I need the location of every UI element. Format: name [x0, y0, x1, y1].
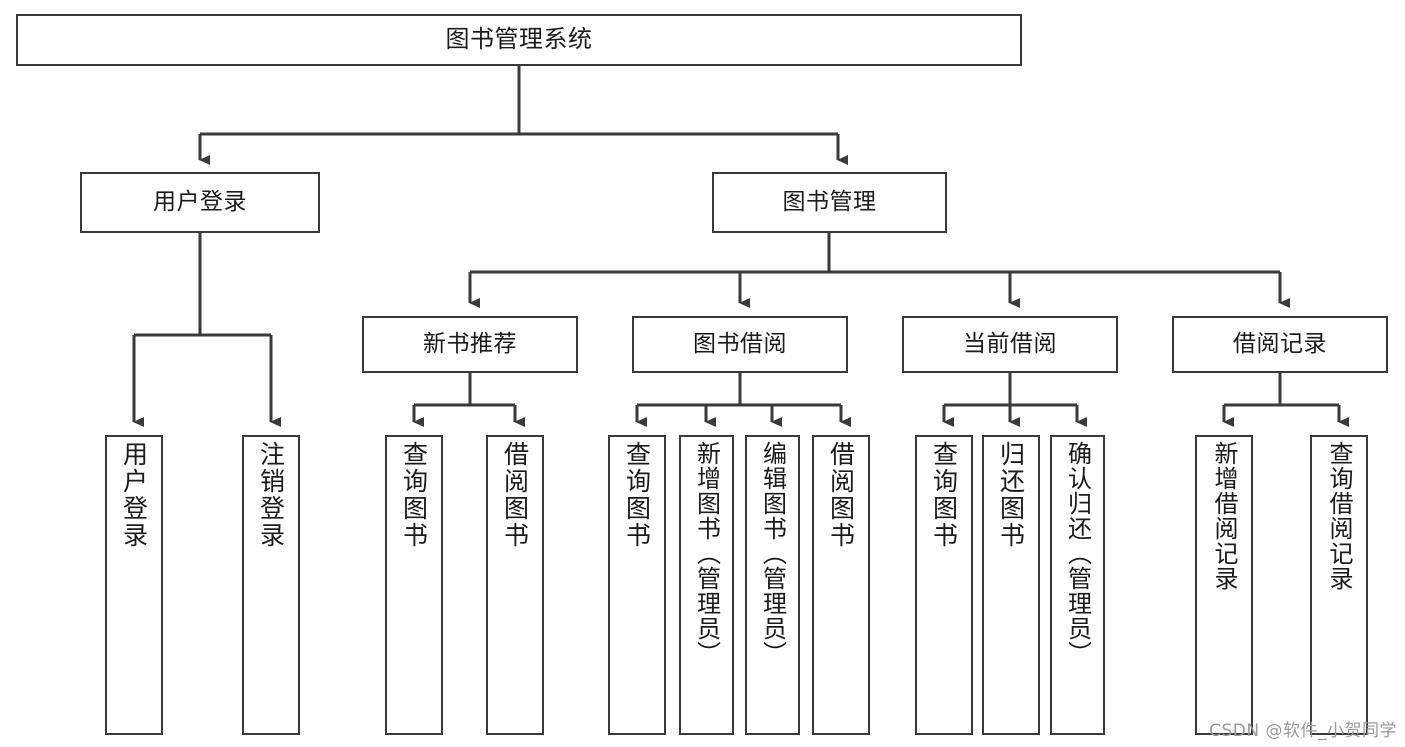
node-label: 注销登录 — [256, 441, 286, 549]
node-label: 新书推荐 — [423, 331, 517, 358]
node-borrow-record[interactable]: 借阅记录 — [1172, 316, 1388, 373]
node-label: 归还图书 — [996, 441, 1026, 549]
leaf-return-book[interactable]: 归还图书 — [982, 435, 1040, 735]
leaf-add-record[interactable]: 新增借阅记录 — [1195, 435, 1253, 735]
node-label: 编辑图书（管理员） — [758, 441, 787, 666]
leaf-query-record[interactable]: 查询借阅记录 — [1310, 435, 1368, 735]
node-label: 查询图书 — [399, 441, 429, 549]
leaf-confirm-return[interactable]: 确认归还（管理员） — [1050, 435, 1105, 735]
node-label: 用户登录 — [153, 189, 247, 216]
leaf-add-book[interactable]: 新增图书（管理员） — [679, 435, 734, 735]
csdn-watermark: CSDN @软件_小贺同学 — [1209, 721, 1397, 741]
node-label: 借阅图书 — [826, 441, 856, 549]
leaf-query-book-1[interactable]: 查询图书 — [385, 435, 443, 735]
node-label: 新增借阅记录 — [1210, 441, 1238, 591]
node-label: 借阅图书 — [500, 441, 530, 549]
node-label: 新增图书（管理员） — [692, 441, 721, 666]
node-book-management[interactable]: 图书管理 — [712, 172, 947, 233]
node-label: 用户登录 — [119, 441, 149, 549]
node-book-borrow[interactable]: 图书借阅 — [632, 316, 848, 373]
node-label: 图书管理 — [782, 189, 877, 216]
leaf-query-book-2[interactable]: 查询图书 — [608, 435, 666, 735]
node-label: 查询图书 — [622, 441, 652, 549]
leaf-user-login[interactable]: 用户登录 — [105, 435, 163, 735]
node-label: 图书借阅 — [693, 331, 787, 358]
node-label: 当前借阅 — [963, 331, 1057, 358]
node-label: 借阅记录 — [1233, 331, 1327, 358]
leaf-query-book-3[interactable]: 查询图书 — [915, 435, 973, 735]
node-new-book-recommend[interactable]: 新书推荐 — [362, 316, 578, 373]
node-user-login[interactable]: 用户登录 — [80, 172, 320, 233]
node-label: 查询借阅记录 — [1325, 441, 1353, 591]
node-root-book-management-system[interactable]: 图书管理系统 — [16, 14, 1022, 66]
node-current-borrow[interactable]: 当前借阅 — [902, 316, 1118, 373]
node-label: 图书管理系统 — [445, 25, 593, 54]
node-label: 确认归还（管理员） — [1063, 441, 1092, 666]
node-label: 查询图书 — [929, 441, 959, 549]
leaf-borrow-book-2[interactable]: 借阅图书 — [812, 435, 870, 735]
leaf-edit-book[interactable]: 编辑图书（管理员） — [745, 435, 800, 735]
leaf-borrow-book-1[interactable]: 借阅图书 — [486, 435, 544, 735]
leaf-logout-login[interactable]: 注销登录 — [242, 435, 300, 735]
